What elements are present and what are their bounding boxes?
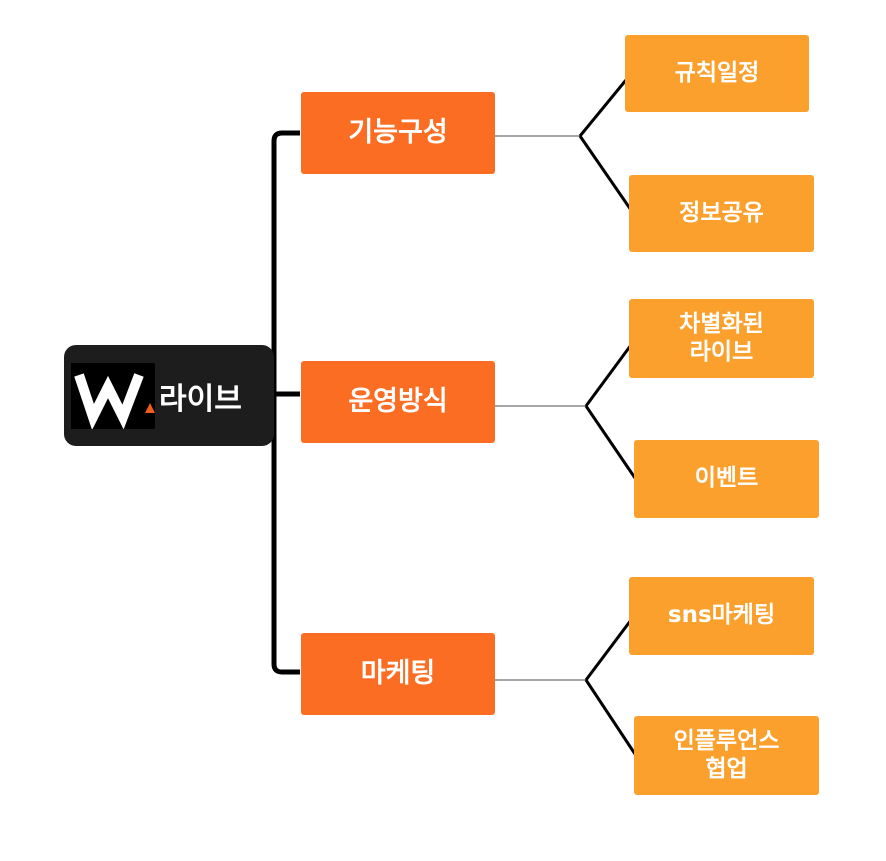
leaf-node-2-2: 이벤트 <box>634 440 819 518</box>
leaf-node-3-2: 인플루언스 협업 <box>634 716 819 795</box>
root-label: 라이브 <box>159 381 242 417</box>
branch-node-2: 운영방식 <box>301 361 495 443</box>
leaf-node-2-1: 차별화된 라이브 <box>629 299 814 378</box>
branch-node-1: 기능구성 <box>301 92 495 174</box>
branch-1-leaf-1-connector <box>578 79 628 137</box>
branch-2-leaf-2-connector <box>584 405 637 479</box>
leaf-node-3-1: sns마케팅 <box>629 577 814 655</box>
branch-3-leaf-1-connector <box>584 619 633 681</box>
branch-node-3: 마케팅 <box>301 633 495 715</box>
leaf-node-1-2: 정보공유 <box>629 175 814 252</box>
branch-2-leaf-1-connector <box>584 344 633 407</box>
branch-1-leaf-2-connector <box>578 135 633 211</box>
root-connector <box>271 130 300 675</box>
root-node: 라이브 <box>64 345 274 446</box>
w-logo-icon <box>71 363 155 429</box>
leaf-node-1-1: 규칙일정 <box>625 35 809 112</box>
branch-3-leaf-2-connector <box>584 679 637 755</box>
